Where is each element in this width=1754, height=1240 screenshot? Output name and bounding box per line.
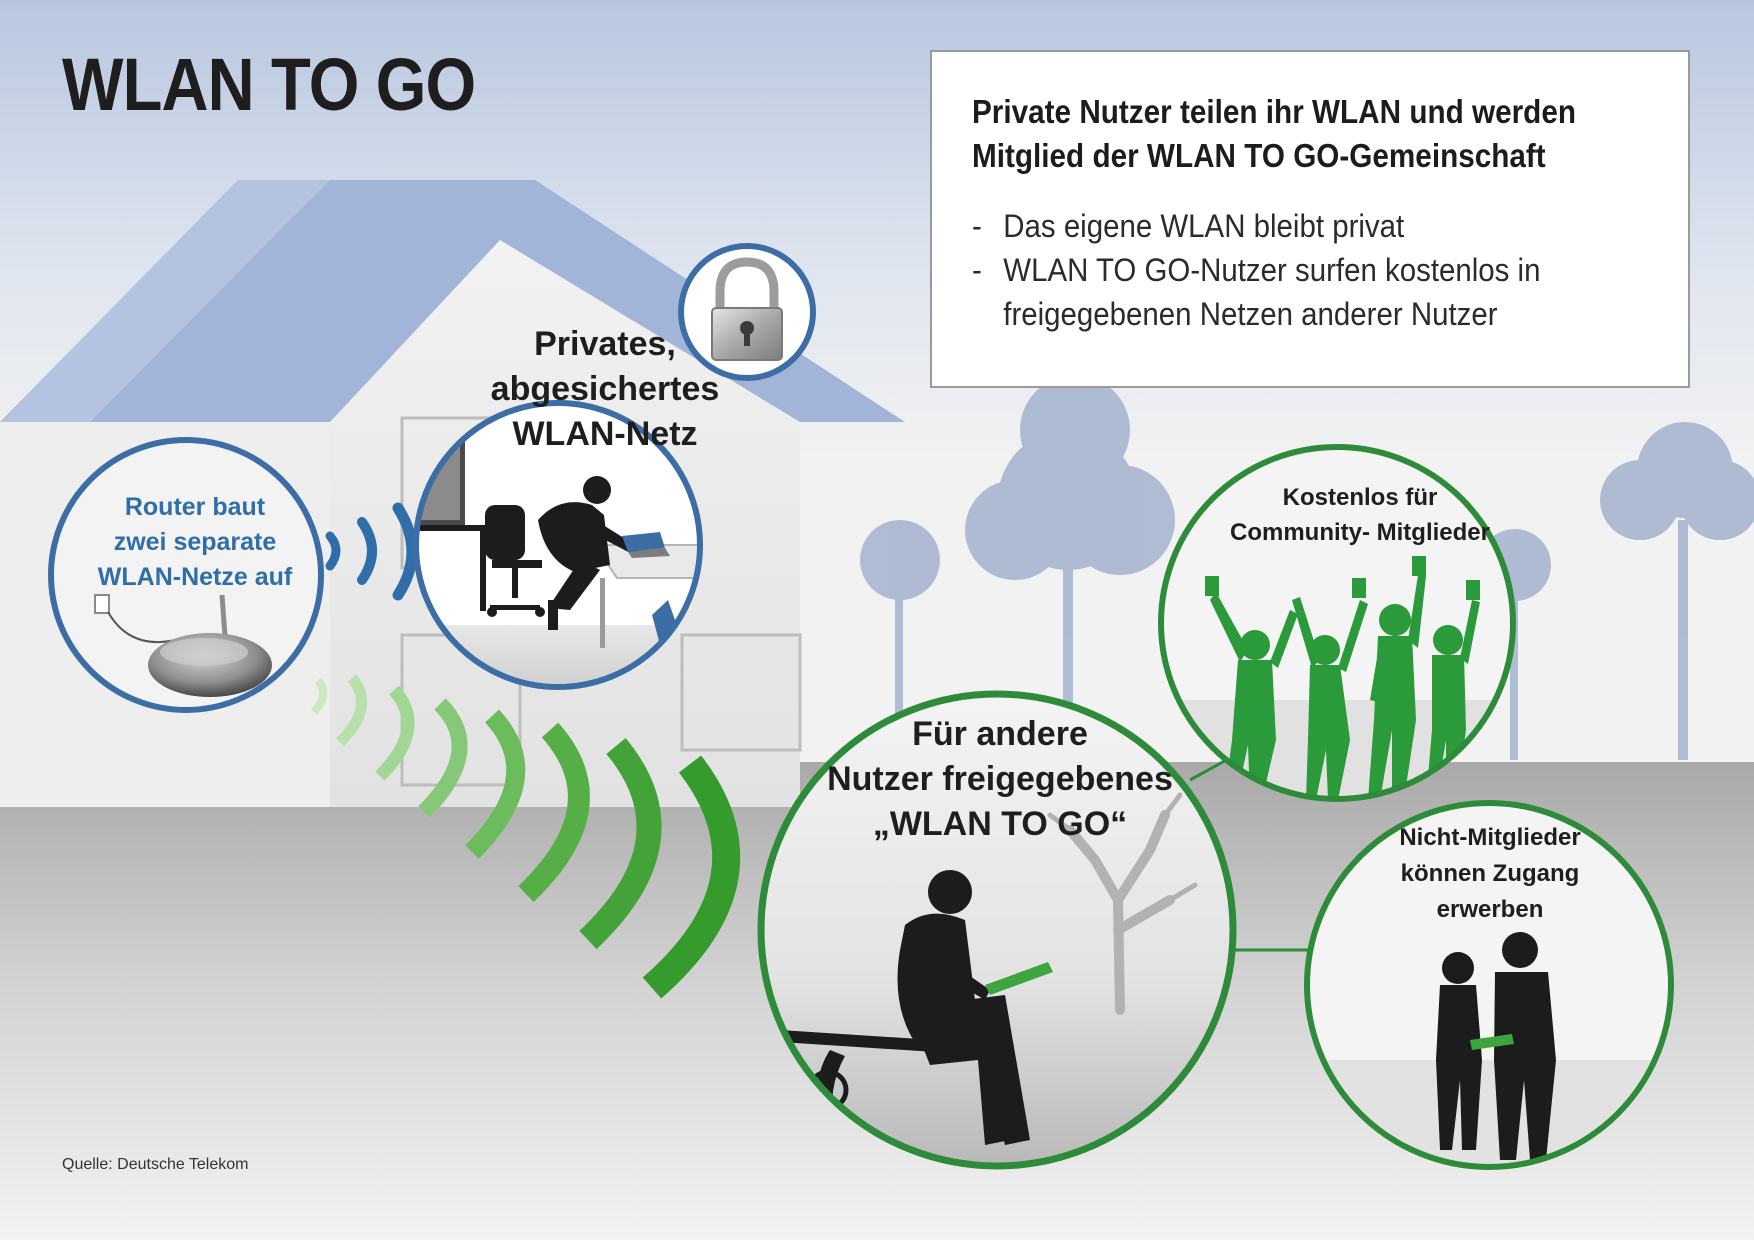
label-line: „WLAN TO GO“ — [872, 805, 1128, 843]
wlan-to-go-circle — [757, 690, 1237, 1170]
label-line: Für andere — [912, 715, 1088, 753]
router-circle — [48, 437, 324, 713]
label-line: abgesichertes — [490, 370, 720, 408]
connector-community — [1189, 756, 1231, 782]
label-line: zwei separate — [113, 528, 277, 556]
business-couple — [1436, 932, 1556, 1160]
wlan-to-go-label: Für andere Nutzer freigegebenes „WLAN TO… — [790, 712, 1210, 847]
laptop-icon — [622, 532, 670, 558]
bullet-text: WLAN TO GO-Nutzer surfen kostenlos in fr… — [1003, 252, 1541, 332]
community-label: Kostenlos für Community- Mitglieder — [1195, 480, 1525, 550]
label-line: WLAN-Netze auf — [97, 563, 293, 591]
sitting-businessman — [897, 870, 1030, 1145]
padlock-icon — [678, 243, 816, 381]
green-wifi-waves — [310, 674, 741, 999]
community-circle — [1158, 444, 1516, 802]
info-bullet-list: - Das eigene WLAN bleibt privat - WLAN T… — [972, 204, 1648, 336]
info-bullet: - WLAN TO GO-Nutzer surfen kostenlos in … — [972, 248, 1671, 336]
blue-wifi-waves — [325, 502, 418, 601]
label-line: Router baut — [124, 493, 266, 521]
info-box: Private Nutzer teilen ihr WLAN und werde… — [930, 50, 1690, 388]
label-line: Community- Mitglieder — [1229, 519, 1490, 546]
label-line: WLAN-Netz — [512, 415, 698, 453]
router-icon — [148, 594, 272, 697]
label-line: Nutzer freigegebenes — [827, 760, 1173, 798]
source-note: Quelle: Deutsche Telekom — [62, 1156, 249, 1173]
non-members-label: Nicht-Mitglieder können Zugang erwerben — [1360, 820, 1620, 928]
tablet-icon — [985, 962, 1053, 995]
label-line: Kostenlos für — [1282, 484, 1438, 511]
wall-socket-icon — [94, 594, 110, 614]
label-line: Nicht-Mitglieder — [1399, 824, 1581, 851]
private-network-label: Privates, abgesichertes WLAN-Netz — [455, 322, 755, 457]
bullet-dash: - — [972, 208, 982, 244]
info-heading: Private Nutzer teilen ihr WLAN und werde… — [972, 90, 1656, 178]
info-heading-line-2: Mitglied der WLAN TO GO-Gemeinschaft — [972, 137, 1546, 174]
tablet-icon — [1470, 1034, 1514, 1050]
cheering-people — [1205, 556, 1480, 799]
bullet-dash: - — [972, 252, 982, 288]
info-heading-line-1: Private Nutzer teilen ihr WLAN und werde… — [972, 93, 1576, 130]
page-title: WLAN TO GO — [62, 43, 476, 126]
label-line: können Zugang — [1400, 860, 1580, 887]
background-trees — [860, 375, 1754, 760]
label-line: Privates, — [534, 325, 676, 363]
info-bullet: - Das eigene WLAN bleibt privat — [972, 204, 1671, 248]
router-label: Router baut zwei separate WLAN-Netze auf — [70, 490, 320, 595]
park-tree — [1047, 792, 1198, 1015]
label-line: erwerben — [1436, 896, 1544, 923]
bullet-text: Das eigene WLAN bleibt privat — [1003, 208, 1405, 244]
